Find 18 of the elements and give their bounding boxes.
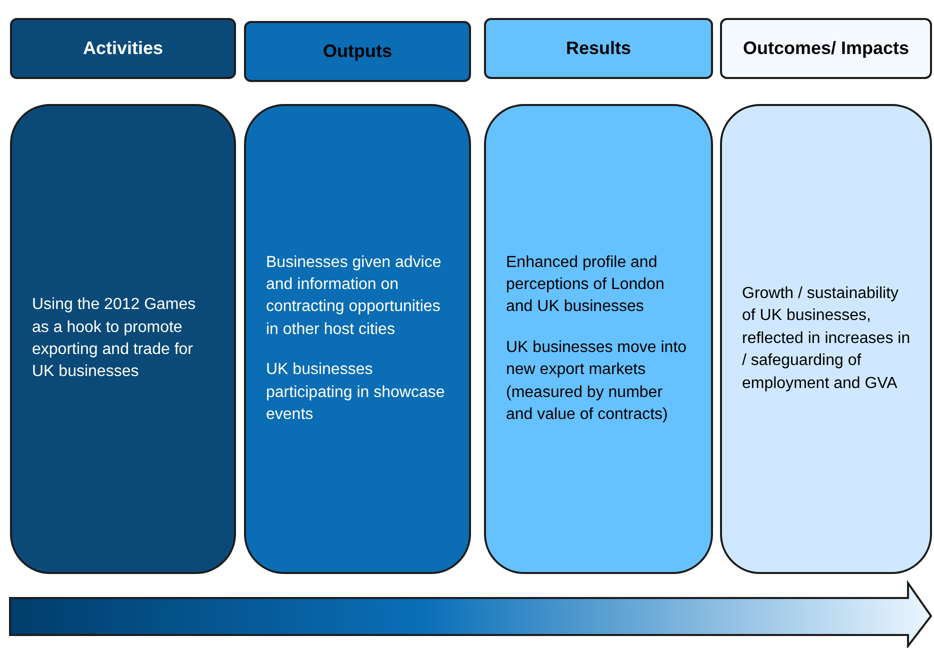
column-header-box [484, 18, 713, 79]
description-text: Enhanced profile and perceptions of London and UK businesses [506, 252, 666, 318]
description-text: Growth / sustainability of UK businesses, reflected in increases in / safeguarding of employment and GVA [742, 284, 912, 394]
description-text: UK businesses participating in showcase events [266, 360, 446, 425]
header-text: Outcomes/ Impacts [742, 38, 910, 59]
stage-box [720, 104, 932, 574]
stage-box [244, 104, 471, 574]
column-header-box [10, 18, 236, 79]
stage-box [10, 104, 236, 574]
column-header-box [720, 18, 932, 79]
header-text: Outputs [323, 41, 392, 62]
header-text: Activities [82, 38, 164, 59]
column-header-box [244, 21, 471, 82]
description-text: Businesses given advice and information on contracting opportunities in other host cities [266, 252, 442, 340]
description-text: Using the 2012 Games as a hook to promote exporting and trade for UK businesses [32, 295, 197, 382]
header-text: Results [566, 38, 632, 59]
description-text: UK businesses move into new export markets (measured by number and value of contracts) [506, 338, 688, 425]
stage-box [484, 104, 713, 574]
